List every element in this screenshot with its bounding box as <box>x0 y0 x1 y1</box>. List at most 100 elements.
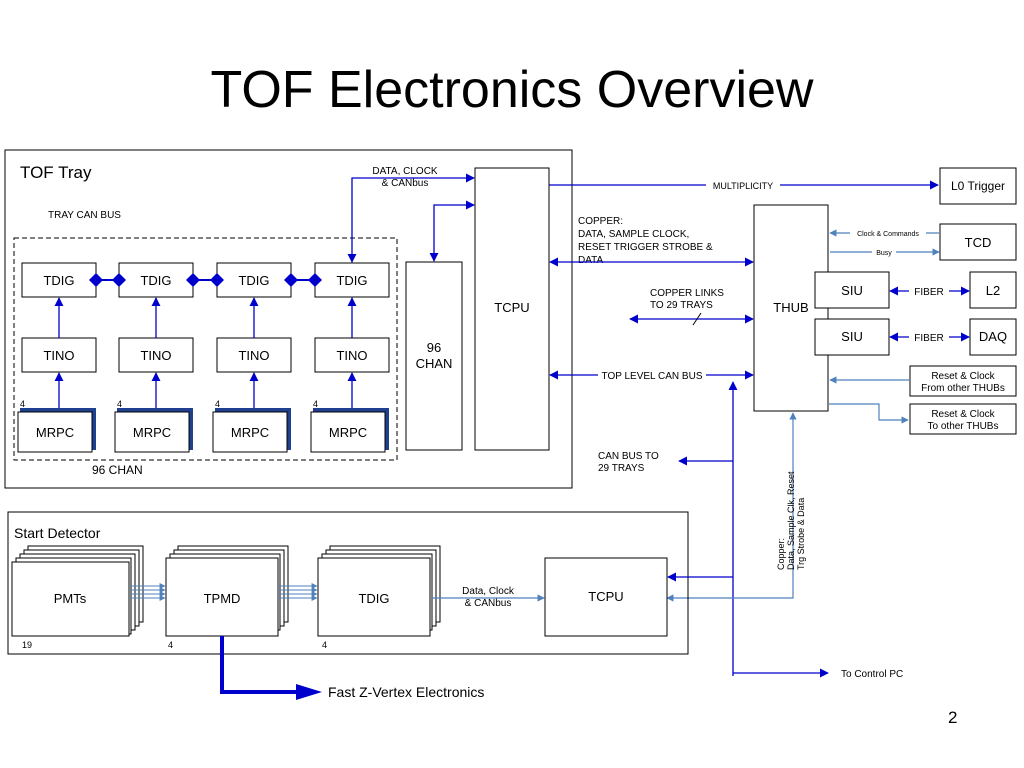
chan-96-line-2: CHAN <box>416 356 453 371</box>
start-data-clock-line-1: Data, Clock <box>462 586 515 597</box>
tino-box-1 <box>21 337 97 373</box>
to-control-pc-label: To Control PC <box>841 669 903 680</box>
mrpc-stack-1 <box>17 408 96 453</box>
tpmd-to-tdig-bundle <box>279 583 318 601</box>
l0-trigger-box <box>939 167 1017 205</box>
tray-chan-group <box>13 237 398 461</box>
copper-links-line-2: TO 29 TRAYS <box>650 300 713 311</box>
l0-trigger-label: L0 Trigger <box>951 179 1005 193</box>
reset-to-line-2: To other THUBs <box>928 421 999 432</box>
tpmd-stack <box>165 545 289 637</box>
tdig-label-3: TDIG <box>238 273 269 288</box>
tof-tray-frame <box>4 149 573 489</box>
tpmd-count: 4 <box>168 640 173 650</box>
start-data-clock-line-2: & CANbus <box>465 598 512 609</box>
reset-from-box <box>909 365 1017 397</box>
page-number: 2 <box>948 708 958 727</box>
start-tdig-stack <box>317 545 441 637</box>
pmts-to-tpmd-bundle <box>130 583 166 601</box>
start-tcpu-thub-copper <box>666 412 797 602</box>
mrpc-stack-2 <box>114 408 193 453</box>
reset-to-box <box>909 403 1017 435</box>
reset-to-line-1: Reset & Clock <box>931 409 995 420</box>
copper-vertical-label: Copper: Data, Sample Clk, Reset Trg Stro… <box>776 471 806 570</box>
tino-box-3 <box>216 337 292 373</box>
fiber-daq-label: FIBER <box>914 333 943 344</box>
tdig-label-2: TDIG <box>140 273 171 288</box>
start-detector-label: Start Detector <box>14 525 101 541</box>
tdig-label-4: TDIG <box>336 273 367 288</box>
siu-label-1: SIU <box>841 283 863 298</box>
tino-label-1: TINO <box>43 348 74 363</box>
start-detector-frame <box>7 511 689 655</box>
mrpc-label-1: MRPC <box>36 425 74 440</box>
top-level-can-label: TOP LEVEL CAN BUS <box>602 371 703 382</box>
reset-from-line-2: From other THUBs <box>921 383 1005 394</box>
copper-line-3: RESET TRIGGER STROBE & <box>578 242 713 253</box>
tdig-box-1 <box>21 262 97 298</box>
pmts-stack <box>11 545 144 637</box>
data-clock-line-2: & CANbus <box>382 178 429 189</box>
tino-label-4: TINO <box>336 348 367 363</box>
can-bus-29-line-1: CAN BUS TO <box>598 451 659 462</box>
mrpc-stack-4 <box>310 408 389 453</box>
chan-to-tcpu-link <box>429 200 475 262</box>
chan-96-box <box>405 261 463 451</box>
clock-commands-label: Clock & Commands <box>857 231 919 238</box>
copper-links-line-1: COPPER LINKS <box>650 288 724 299</box>
mrpc-count-1: 4 <box>20 399 25 409</box>
reset-to-arrow <box>829 403 909 424</box>
mrpc-label-4: MRPC <box>329 425 367 440</box>
data-clock-line-1: DATA, CLOCK <box>372 166 438 177</box>
copper-line-4: DATA <box>578 255 604 266</box>
tcd-box <box>939 223 1017 261</box>
tcd-label: TCD <box>965 235 992 250</box>
copper-links-slash <box>692 312 702 326</box>
tino-label-2: TINO <box>140 348 171 363</box>
mrpc-count-4: 4 <box>313 399 318 409</box>
tray-tcpu-label: TCPU <box>494 300 529 315</box>
thub-label: THUB <box>773 300 808 315</box>
l2-box <box>969 271 1017 309</box>
daq-box <box>969 318 1017 356</box>
mrpc-count-2: 4 <box>117 399 122 409</box>
mrpc-count-3: 4 <box>215 399 220 409</box>
tray-can-bus-label: TRAY CAN BUS <box>48 210 121 221</box>
start-tcpu-box <box>544 557 668 637</box>
fast-z-label: Fast Z-Vertex Electronics <box>328 684 484 700</box>
tray-tcpu-box <box>474 167 550 451</box>
copper-line-1: COPPER: <box>578 216 623 227</box>
siu-label-2: SIU <box>841 329 863 344</box>
tino-box-4 <box>314 337 390 373</box>
chan-96-line-1: 96 <box>427 340 441 355</box>
pmts-count: 19 <box>22 640 32 650</box>
reset-from-line-1: Reset & Clock <box>931 371 995 382</box>
copper-vertical-line-2: Data, Sample Clk, Reset <box>786 471 796 570</box>
mrpc-stack-3 <box>212 408 291 453</box>
mrpc-label-3: MRPC <box>231 425 269 440</box>
start-tcpu-label: TCPU <box>588 589 623 604</box>
tof-tray-label: TOF Tray <box>20 163 92 182</box>
slide-title: TOF Electronics Overview <box>210 61 814 119</box>
fast-z-arrowhead <box>296 684 322 700</box>
tpmd-label: TPMD <box>204 591 241 606</box>
can-bus-29-line-2: 29 TRAYS <box>598 463 645 474</box>
siu-box-2 <box>814 318 890 356</box>
fast-z-line <box>220 636 312 694</box>
fiber-l2-label: FIBER <box>914 287 943 298</box>
l2-label: L2 <box>986 283 1000 298</box>
siu-box-1 <box>814 271 890 309</box>
start-tdig-label: TDIG <box>358 591 389 606</box>
copper-vertical-line-1: Copper: <box>776 538 786 570</box>
busy-label: Busy <box>876 250 892 257</box>
copper-line-2: DATA, SAMPLE CLOCK, <box>578 229 689 240</box>
tino-label-3: TINO <box>238 348 269 363</box>
tdig-box-2 <box>118 262 194 298</box>
daq-label: DAQ <box>979 329 1007 344</box>
copper-vertical-line-3: Trg Strobe & Data <box>796 498 806 570</box>
tdig-to-tcpu-link <box>347 173 475 263</box>
mrpc-label-2: MRPC <box>133 425 171 440</box>
tdig-label-1: TDIG <box>43 273 74 288</box>
pmts-label: PMTs <box>54 591 87 606</box>
